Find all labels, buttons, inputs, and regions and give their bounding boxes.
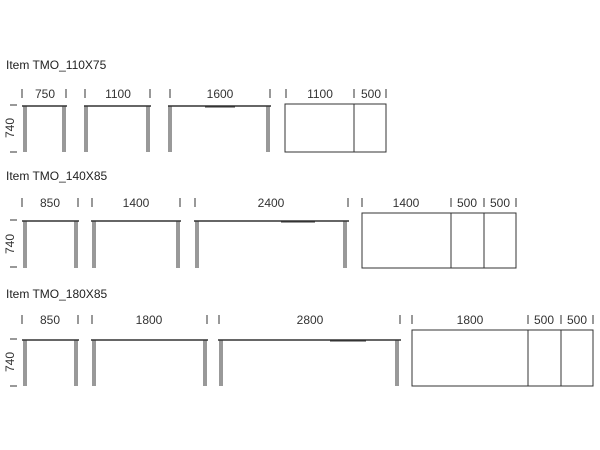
row2-dim-1400: 1400 [123,196,150,210]
row2-dim-2400: 2400 [258,196,285,210]
row1-dim-top-500: 500 [361,87,381,101]
row3-table-2800 [218,339,401,386]
row2-height-740: 740 [3,234,17,254]
row3-table-1800 [91,339,208,386]
row1-top-view [284,103,387,153]
row1-table-1600 [168,105,271,152]
row3-height-740: 740 [3,352,17,372]
row2-top-view [361,212,517,269]
row1-table-750 [22,105,67,152]
row3-dim-top-1800: 1800 [457,313,484,327]
row2-title: Item TMO_140X85 [6,169,108,183]
row2-table-1400 [91,220,181,268]
row1-title: Item TMO_110X75 [6,58,107,72]
row1-dim-1100: 1100 [105,87,131,101]
row1-dim-top-1100: 1100 [307,87,333,101]
row2-dim-top-500a: 500 [457,196,477,210]
row2-dim-850: 850 [40,196,60,210]
row3-dim-850: 850 [40,313,60,327]
row1-dim-1600: 1600 [207,87,234,101]
row3-table-850 [22,339,79,386]
row2-height-ticks [10,219,17,268]
row2-dim-top-1400: 1400 [393,196,420,210]
row2-dim-top-500b: 500 [490,196,510,210]
row1-height-ticks [10,104,17,153]
row2-table-2400 [194,220,349,268]
row3-dim-2800: 2800 [297,313,324,327]
row2-table-850 [22,220,79,268]
row1-table-1100 [84,105,151,152]
row2-dimension-ticks [21,198,517,207]
row1-dimension-ticks [21,89,387,98]
row3-title: Item TMO_180X85 [6,287,108,301]
row3-dim-top-500a: 500 [534,313,554,327]
row1-height-740: 740 [3,118,17,138]
row3-dim-1800: 1800 [136,313,163,327]
row3-top-view [411,329,594,387]
row3-height-ticks [10,338,17,387]
row3-dimension-ticks [21,315,594,324]
row3-dim-top-500b: 500 [567,313,587,327]
row1-dim-750: 750 [35,87,55,101]
